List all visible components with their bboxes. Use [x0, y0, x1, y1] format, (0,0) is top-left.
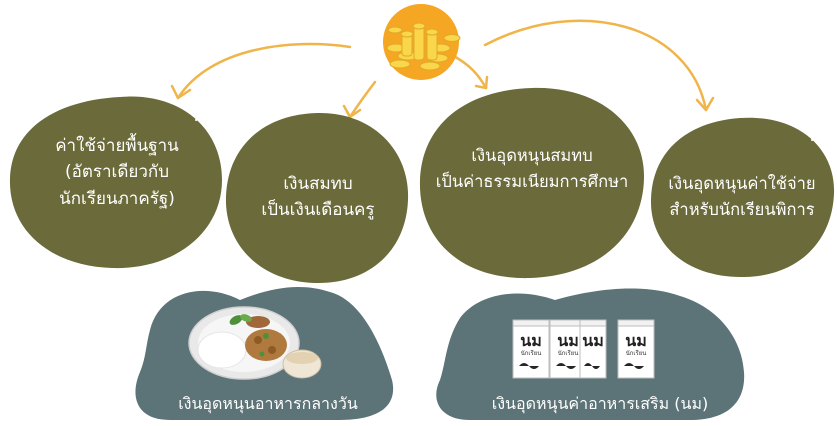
arrows [170, 19, 715, 119]
rice-plate-meal-icon [188, 306, 322, 380]
milk-carton-sublabel: นักเรียน [521, 349, 542, 357]
milk-carton: นม [579, 319, 607, 379]
bottom-section: นม นักเรียน นม นักเรียน นม นม [135, 286, 745, 420]
milk-carton-label: นม [557, 331, 578, 350]
arrow-to-tuition-subsidy [450, 53, 488, 90]
bubbles [9, 87, 835, 284]
arrow-head-teacher-salary [342, 104, 362, 119]
bubble-tuition-subsidy-shape [419, 87, 645, 279]
coins-icon [383, 4, 461, 80]
bubble-disabled-students-shape [650, 117, 835, 278]
bubble-basic-expense-label: ค่าใช้จ่ายพื้นฐาน (อัตราเดียวกับ นักเรีย… [55, 136, 179, 209]
arrow-to-disabled-students [483, 19, 708, 112]
lunch-subsidy-label: เงินอุดหนุนอาหารกลางวัน [178, 394, 358, 413]
milk-carton-label: นม [582, 331, 603, 350]
milk-carton-icon: นม นักเรียน นม นักเรียน นม นม [512, 319, 655, 379]
arrow-head-disabled-students [695, 96, 715, 112]
arrow-head-basic-expense [170, 84, 192, 100]
bubble-highlight [381, 129, 393, 135]
bubble-basic-expense-shape [9, 96, 222, 269]
milk-carton-sublabel: นักเรียน [626, 349, 647, 357]
milk-carton-label: นม [520, 331, 541, 350]
milk-carton-sublabel: นักเรียน [558, 349, 579, 357]
arrow-to-teacher-salary [348, 80, 377, 119]
milk-carton: นม นักเรียน [512, 319, 550, 379]
bubble-disabled-students-label: เงินอุดหนุนค่าใช้จ่าย สำหรับนักเรียนพิกา… [668, 174, 816, 219]
bubble-highlight [599, 97, 611, 103]
bubble-tuition-subsidy-label: เงินอุดหนุนสมทบ เป็นค่าธรรมเนียมการศึกษา [435, 146, 629, 191]
milk-carton: นม นักเรียน [617, 319, 655, 379]
milk-carton-label: นม [625, 331, 646, 350]
milk-subsidy-label: เงินอุดหนุนค่าอาหารเสริม (นม) [491, 394, 709, 413]
arrow-to-basic-expense [176, 42, 352, 100]
bubble-highlight [811, 137, 823, 143]
bubble-teacher-salary-shape [225, 112, 409, 284]
bubble-highlight [195, 117, 207, 123]
bubble-teacher-salary-label: เงินสมทบ เป็นเงินเดือนครู [261, 174, 375, 221]
arrow-head-tuition-subsidy [474, 75, 489, 90]
